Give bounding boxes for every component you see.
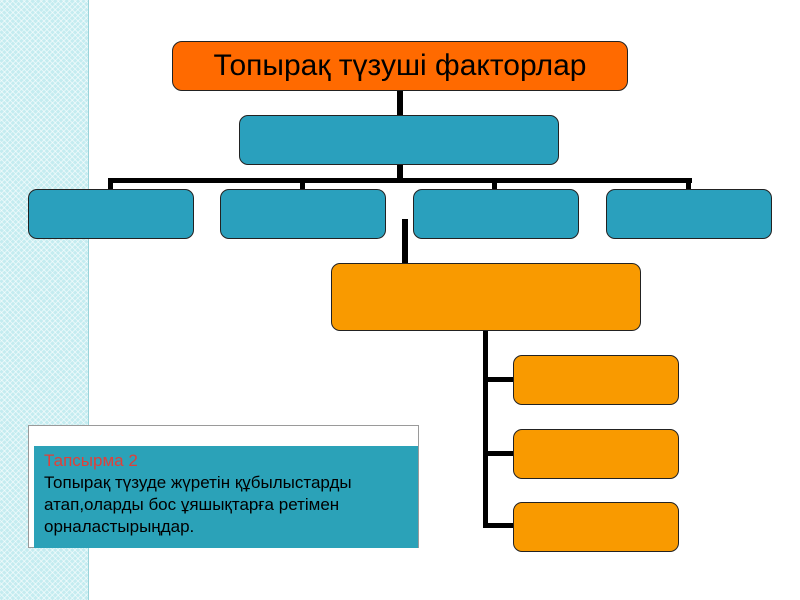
connector-level4-branch-1 bbox=[483, 377, 514, 382]
connector-drop-3 bbox=[492, 178, 497, 189]
level3-box[interactable] bbox=[331, 263, 641, 331]
connector-drop-1 bbox=[108, 178, 113, 189]
connector-level2-horizontal bbox=[108, 178, 692, 183]
decorative-side-stripe bbox=[0, 0, 89, 600]
task-panel: Тапсырма 2 Топырақ түзуде жүретін құбылы… bbox=[34, 446, 418, 548]
connector-title-to-level1 bbox=[397, 90, 403, 116]
task-title: Тапсырма 2 bbox=[44, 451, 138, 470]
task-text: Топырақ түзуде жүретін құбылыстарды атап… bbox=[44, 473, 352, 536]
connector-level4-branch-2 bbox=[483, 451, 514, 456]
level4-box-3[interactable] bbox=[513, 502, 679, 552]
level2-box-1[interactable] bbox=[28, 189, 194, 239]
level2-box-2[interactable] bbox=[220, 189, 386, 239]
connector-to-level3 bbox=[402, 219, 408, 263]
level4-box-2[interactable] bbox=[513, 429, 679, 479]
connector-drop-4 bbox=[686, 178, 691, 189]
diagram-title: Топырақ түзуші факторлар bbox=[213, 49, 587, 82]
level1-box[interactable] bbox=[239, 115, 559, 165]
connector-level3-vertical bbox=[483, 330, 488, 528]
connector-level4-branch-3 bbox=[483, 523, 514, 528]
level4-box-1[interactable] bbox=[513, 355, 679, 405]
diagram-title-box: Топырақ түзуші факторлар bbox=[172, 41, 628, 91]
level2-box-3[interactable] bbox=[413, 189, 579, 239]
connector-level1-down bbox=[397, 163, 403, 180]
connector-drop-2 bbox=[300, 178, 305, 189]
level2-box-4[interactable] bbox=[606, 189, 772, 239]
